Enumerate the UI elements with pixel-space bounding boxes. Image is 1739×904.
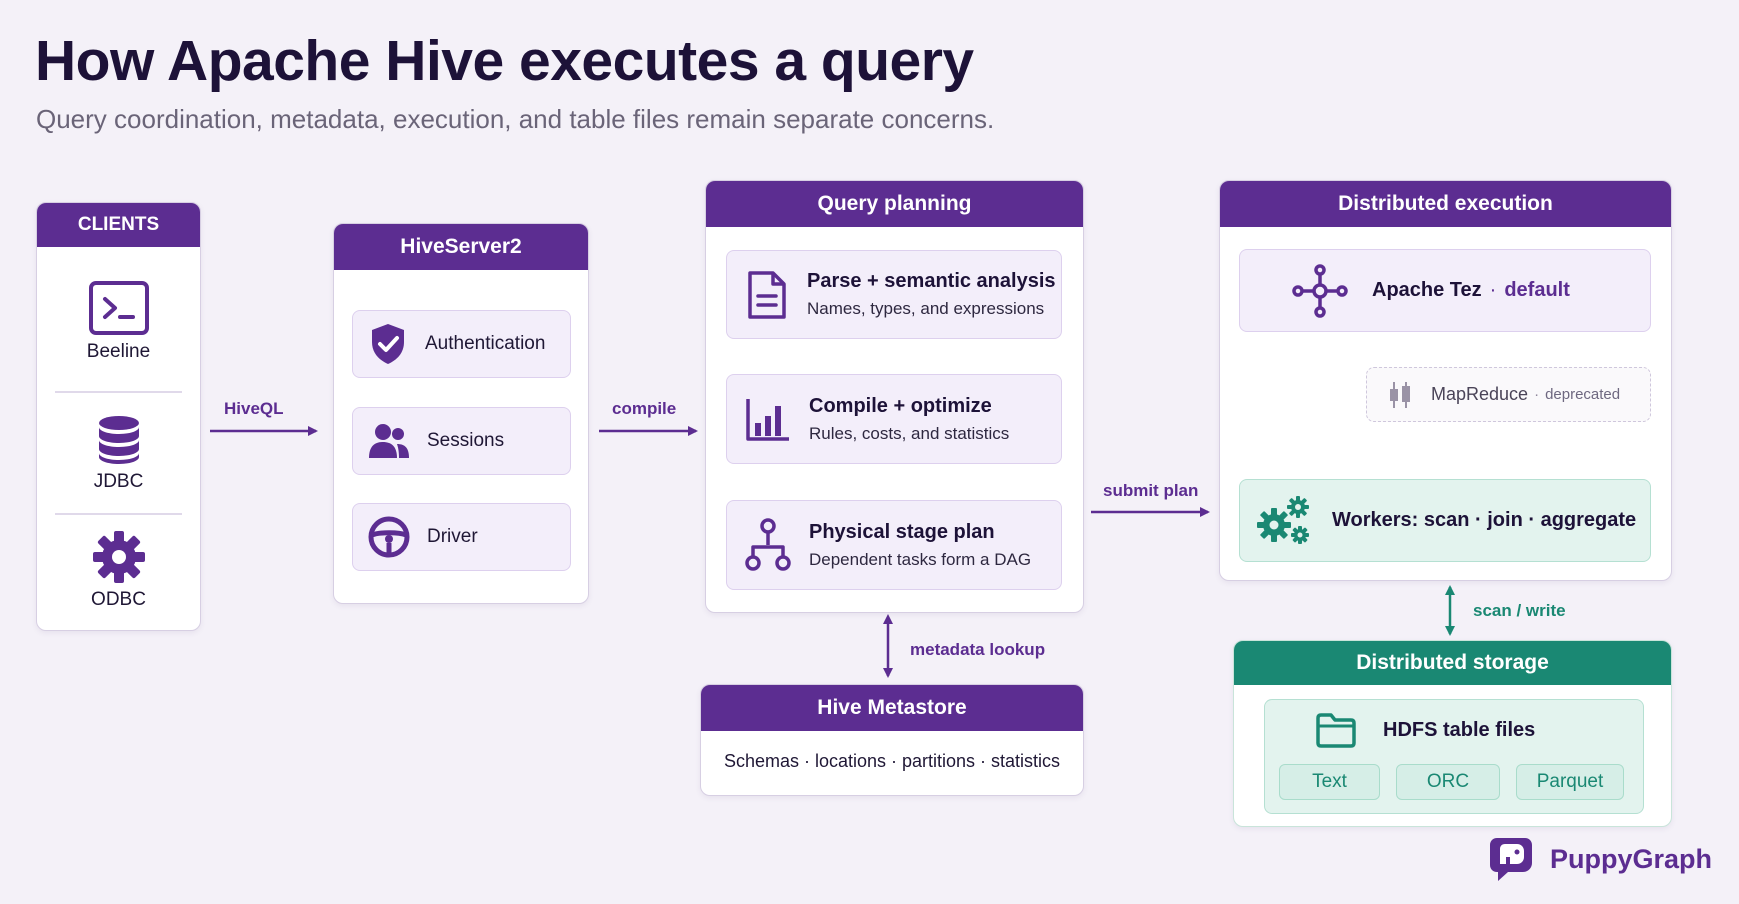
label-compile: compile [612, 399, 677, 418]
clients-card: CLIENTS Beeline JDBC [36, 202, 201, 631]
hdfs-table-files: HDFS table files Text ORC Parquet [1264, 699, 1644, 814]
query-planning-card: Query planning Parse + semantic analysis… [705, 180, 1084, 613]
metastore-header: Hive Metastore [701, 685, 1083, 731]
format-text: Text [1279, 764, 1380, 800]
folder-icon [1316, 713, 1356, 748]
step-compile: Compile + optimize Rules, costs, and sta… [726, 374, 1062, 464]
step-parse: Parse + semantic analysis Names, types, … [726, 250, 1062, 339]
sessions-label: Sessions [427, 430, 505, 451]
brand: PuppyGraph [1486, 835, 1712, 883]
tez-label: Apache Tez [1372, 279, 1482, 301]
mapreduce-deprecated-note: deprecated [1545, 386, 1621, 403]
metastore-card: Hive Metastore Schemas · locations · par… [700, 684, 1084, 796]
client-beeline: Beeline [37, 281, 200, 363]
physical-desc: Dependent tasks form a DAG [809, 549, 1032, 569]
client-label-odbc: ODBC [91, 589, 146, 610]
driver-label: Driver [427, 526, 478, 547]
format-orc: ORC [1396, 764, 1500, 800]
workers-label: Workers: scan · join · aggregate [1332, 509, 1637, 531]
page-title: How Apache Hive executes a query [35, 29, 974, 93]
label-scan-write: scan / write [1473, 601, 1566, 620]
page-subtitle: Query coordination, metadata, execution,… [36, 104, 995, 134]
storage-header: Distributed storage [1234, 641, 1671, 685]
client-jdbc: JDBC [37, 415, 200, 493]
label-submit-plan: submit plan [1103, 481, 1199, 500]
hiveserver-card: HiveServer2 Authentication Sessions Driv… [333, 223, 589, 604]
hiveserver-driver: Driver [352, 503, 571, 571]
gears-icon [1257, 495, 1309, 544]
parse-title: Parse + semantic analysis [807, 270, 1056, 292]
hiveserver-authentication: Authentication [352, 310, 571, 378]
bar-chart-icon [746, 399, 789, 441]
shield-check-icon [372, 324, 404, 364]
metastore-content: Schemas · locations · partitions · stati… [723, 751, 1061, 771]
steering-wheel-icon [368, 516, 410, 558]
network-hub-icon [1292, 263, 1348, 318]
dag-icon [745, 518, 791, 571]
execution-card: Distributed execution Apache Tez · defau… [1219, 180, 1672, 581]
storage-card: Distributed storage HDFS table files Tex… [1233, 640, 1672, 827]
engine-tez: Apache Tez · default [1239, 249, 1651, 332]
gear-icon [92, 531, 145, 583]
tez-separator: · [1489, 279, 1497, 301]
mapreduce-label: MapReduce [1431, 384, 1529, 404]
label-metadata-lookup: metadata lookup [910, 640, 1046, 659]
hiveserver-header: HiveServer2 [334, 224, 588, 270]
client-divider [55, 391, 182, 393]
client-odbc: ODBC [37, 531, 200, 611]
terminal-icon [88, 281, 149, 335]
physical-title: Physical stage plan [809, 520, 995, 543]
engine-mapreduce: MapReduce · deprecated [1366, 367, 1651, 422]
client-label-jdbc: JDBC [93, 471, 144, 492]
execution-header: Distributed execution [1220, 181, 1671, 227]
format-parquet: Parquet [1516, 764, 1624, 800]
clients-header: CLIENTS [37, 203, 200, 247]
hiveserver-sessions: Sessions [352, 407, 571, 475]
label-hiveql: HiveQL [224, 399, 284, 418]
candlestick-icon [1390, 381, 1410, 408]
brand-name: PuppyGraph [1550, 843, 1713, 874]
compile-desc: Rules, costs, and statistics [809, 423, 1010, 443]
step-physical: Physical stage plan Dependent tasks form… [726, 500, 1062, 590]
authentication-label: Authentication [425, 333, 546, 354]
users-icon [369, 424, 409, 458]
client-label-beeline: Beeline [86, 341, 151, 362]
hdfs-title: HDFS table files [1383, 718, 1536, 741]
parse-desc: Names, types, and expressions [807, 299, 1045, 318]
tez-default-note: default [1504, 279, 1570, 301]
puppygraph-logo-icon [1490, 838, 1532, 881]
query-planning-header: Query planning [706, 181, 1083, 227]
mapreduce-separator: · [1534, 386, 1540, 403]
workers: Workers: scan · join · aggregate [1239, 479, 1651, 562]
compile-title: Compile + optimize [809, 394, 992, 417]
database-icon [98, 416, 139, 464]
client-divider [55, 513, 182, 515]
document-icon [748, 270, 786, 319]
